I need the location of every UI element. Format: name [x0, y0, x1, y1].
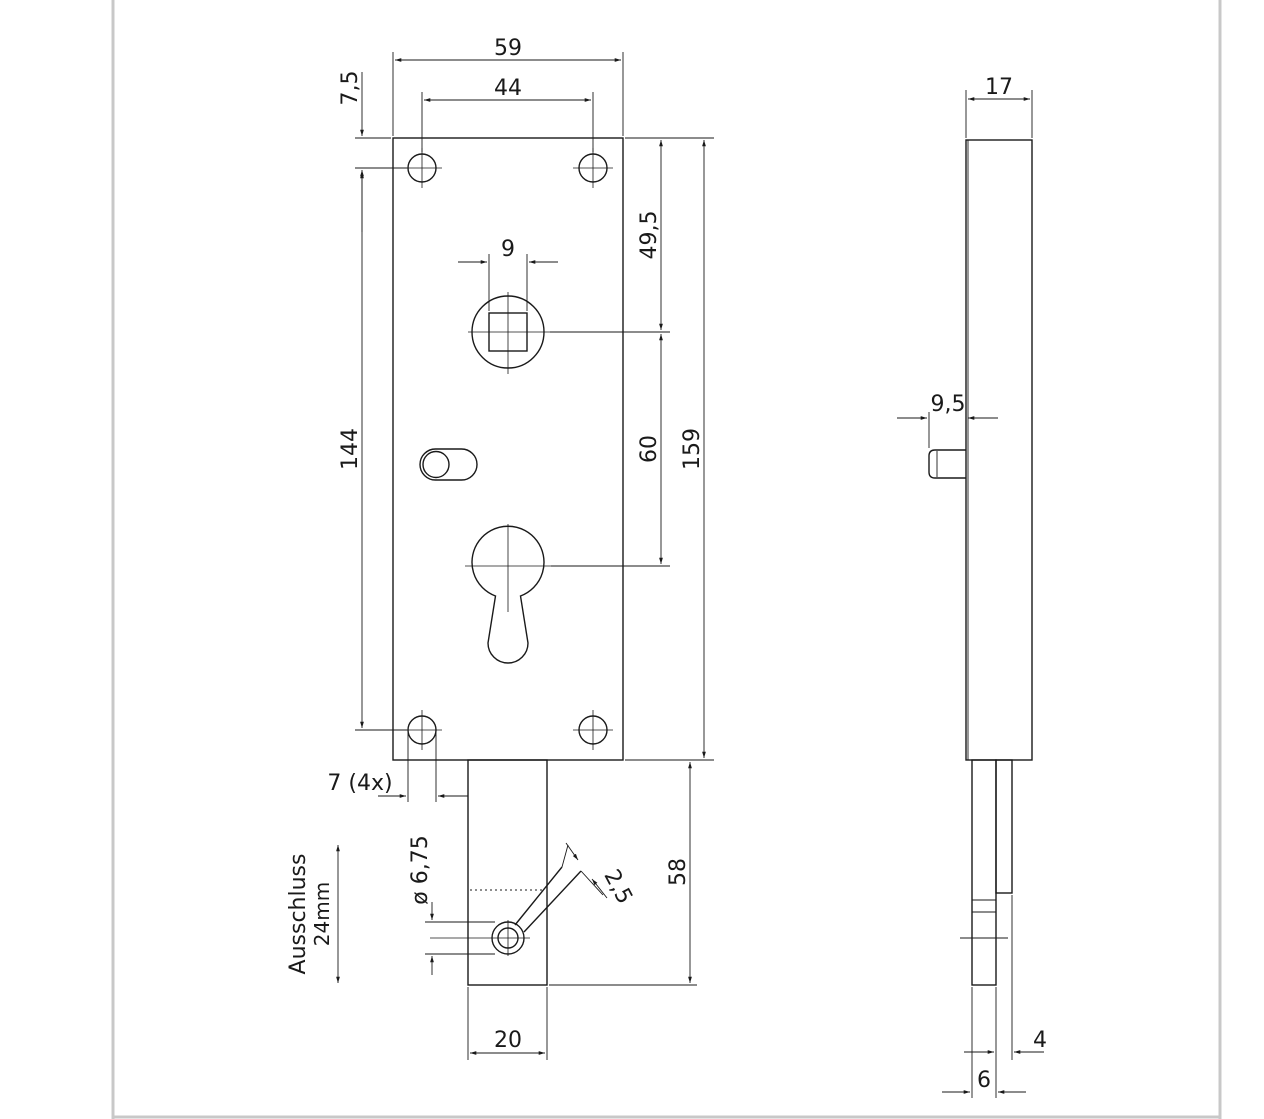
dimension-label: 6 [977, 1068, 991, 1093]
side-view: 17 9,5 4 6 [897, 75, 1047, 1098]
mounting-hole [573, 148, 613, 188]
dimension-label: 9,5 [931, 392, 966, 417]
dimension-4: 4 [964, 895, 1047, 1060]
dimension-9-5: 9,5 [897, 392, 998, 448]
dimension-label: 49,5 [637, 211, 662, 260]
dimension-17: 17 [965, 75, 1033, 138]
dimension-59: 59 [392, 36, 624, 136]
dimension-label: 159 [680, 428, 705, 470]
backset-note: Ausschluss 24mm [286, 845, 340, 983]
dimension-label: ø 6,75 [408, 835, 433, 904]
mounting-hole [402, 148, 442, 188]
dimension-label: 17 [985, 75, 1013, 100]
note-line-1: Ausschluss [286, 854, 311, 975]
dimension-label: 4 [1033, 1028, 1047, 1053]
dimension-44: 44 [421, 76, 594, 152]
bolt [430, 759, 582, 986]
dimension-144: 144 [338, 172, 407, 731]
dimension-label: 2,5 [598, 866, 637, 909]
dimension-label: 144 [338, 428, 363, 470]
note-line-2: 24mm [310, 882, 334, 946]
dimension-slot: 2,5 [561, 842, 637, 909]
dimension-label: 59 [494, 36, 522, 61]
front-view: 59 44 7,5 144 9 [286, 36, 714, 1060]
lock-body-side [965, 139, 1033, 761]
dimension-6: 6 [942, 987, 1026, 1098]
latch-slot [419, 448, 478, 481]
side-pin [928, 449, 966, 479]
page-frame [111, 0, 1222, 1119]
dimension-label: 60 [637, 435, 662, 463]
dimension-label: 20 [494, 1028, 522, 1053]
dimension-9: 9 [458, 237, 558, 311]
dimension-20: 20 [467, 987, 548, 1060]
dimension-7-5: 7,5 [338, 71, 407, 232]
lock-plate [392, 137, 624, 761]
spindle-follower [468, 292, 550, 374]
dimension-49-5: 49,5 [550, 137, 714, 333]
cylinder-cutout [465, 524, 551, 664]
dimension-159: 159 [625, 140, 714, 761]
mounting-hole [573, 710, 613, 750]
dimension-label: 44 [494, 76, 522, 101]
dimension-60: 60 [551, 334, 670, 567]
dimension-58: 58 [549, 762, 697, 986]
dimension-label: 58 [666, 858, 691, 886]
bolt-side [960, 759, 1013, 986]
dimension-label: 7 (4x) [327, 771, 392, 796]
dimension-label: 9 [501, 237, 515, 262]
dimension-hole-diameter: 7 (4x) [327, 730, 468, 802]
dimension-pin-diameter: ø 6,75 [408, 835, 495, 975]
dimension-label: 7,5 [338, 71, 363, 106]
